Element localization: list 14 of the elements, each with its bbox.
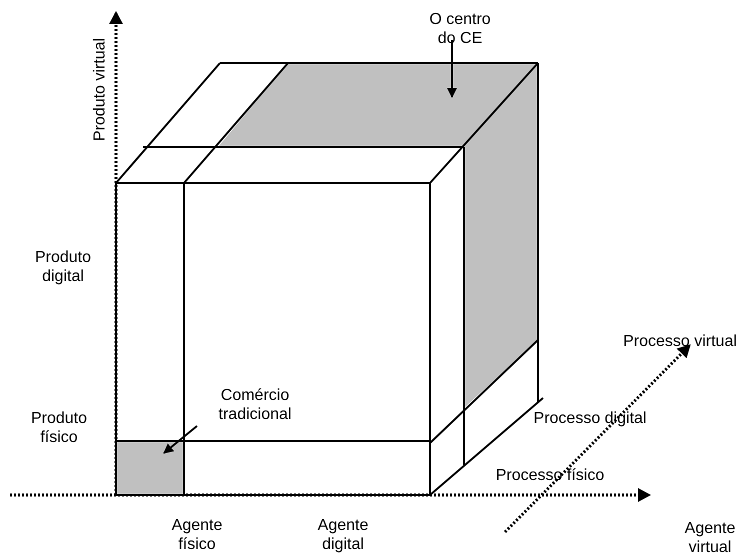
axis-label: Produto virtual [90, 36, 110, 144]
leader-line [163, 425, 198, 454]
axis-label: Produto digital [34, 248, 92, 286]
axis-label: Agente físico [170, 516, 224, 554]
axis-label: Agente digital [316, 516, 370, 554]
axis-label: Produto físico [30, 409, 88, 447]
shaded-region [117, 442, 184, 494]
leader-line [447, 40, 457, 98]
axis-label: Processo físico [494, 466, 606, 485]
shaded-region [218, 63, 538, 147]
callout-text: Comércio tradicional [200, 386, 310, 424]
axis-label: Agente virtual [684, 519, 736, 557]
axis-label: Processo virtual [622, 332, 738, 351]
callout-text: O centro do CE [420, 10, 500, 48]
